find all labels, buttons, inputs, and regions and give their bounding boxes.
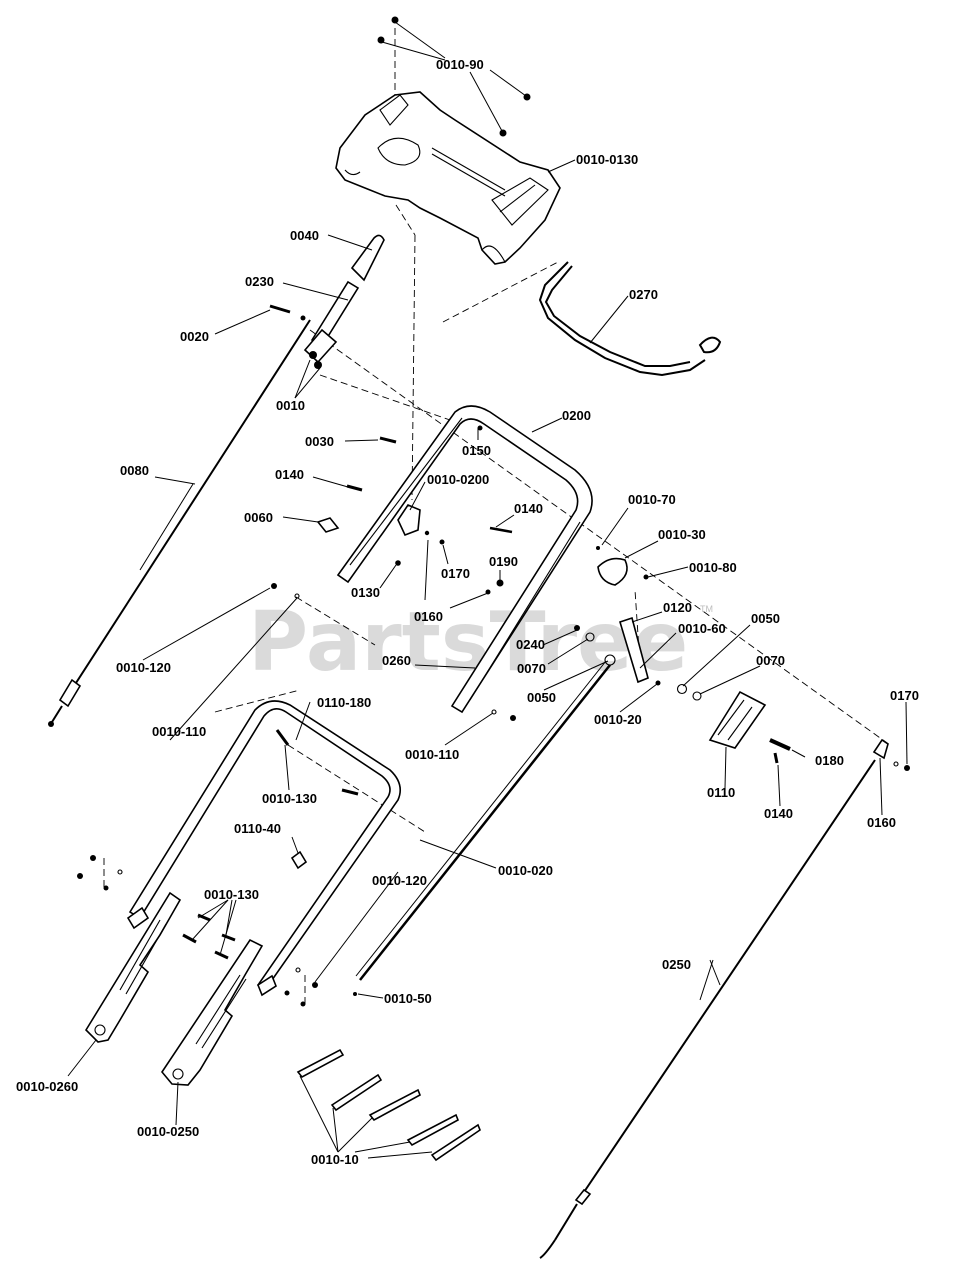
callout-0010-50: 0010-50 bbox=[384, 991, 432, 1006]
callout-0170-b: 0170 bbox=[890, 688, 919, 703]
cable-clip-0040 bbox=[350, 234, 385, 282]
callout-0010-110-b: 0010-110 bbox=[405, 747, 459, 762]
callout-0010-130-a: 0010-130 bbox=[262, 791, 317, 806]
callout-0130: 0130 bbox=[351, 585, 380, 600]
rod-0010-020 bbox=[355, 660, 611, 981]
bracket-0010-0250 bbox=[161, 938, 264, 1086]
callout-0140-a: 0140 bbox=[275, 467, 304, 482]
callout-0110: 0110 bbox=[707, 785, 735, 800]
callout-0010-70: 0010-70 bbox=[628, 492, 676, 507]
cable-ties-0010-10 bbox=[296, 1048, 481, 1162]
leader-lines bbox=[67, 21, 908, 1159]
callout-0180: 0180 bbox=[815, 753, 844, 768]
callout-0010-0200: 0010-0200 bbox=[427, 472, 489, 487]
callout-0270: 0270 bbox=[629, 287, 658, 302]
callout-0010-0130: 0010-0130 bbox=[576, 152, 638, 167]
callout-0120: 0120 bbox=[663, 600, 692, 615]
callout-labels: 0010-90 0010-0130 0040 0230 0020 0270 00… bbox=[16, 57, 919, 1167]
callout-0080: 0080 bbox=[120, 463, 149, 478]
lower-handle-0110-180 bbox=[126, 700, 401, 997]
callout-0140-b: 0140 bbox=[514, 501, 543, 516]
callout-0160-b: 0160 bbox=[867, 815, 896, 830]
callout-0010-020: 0010-020 bbox=[498, 863, 553, 878]
callout-0040: 0040 bbox=[290, 228, 319, 243]
callout-0010-120-b: 0010-120 bbox=[372, 873, 427, 888]
callout-0010-0250: 0010-0250 bbox=[137, 1124, 199, 1139]
callout-0070-b: 0070 bbox=[756, 653, 785, 668]
callout-0010-20: 0010-20 bbox=[594, 712, 642, 727]
callout-0020: 0020 bbox=[180, 329, 209, 344]
wire-bail-0270 bbox=[538, 261, 722, 377]
cable-0250 bbox=[539, 738, 910, 1259]
watermark: PartsTree bbox=[248, 595, 688, 690]
callout-0230: 0230 bbox=[245, 274, 274, 289]
callout-0150: 0150 bbox=[462, 443, 491, 458]
callout-0010-80: 0010-80 bbox=[689, 560, 737, 575]
watermark-trademark: TM bbox=[700, 604, 713, 614]
callout-0140-c: 0140 bbox=[764, 806, 793, 821]
callout-0050-a: 0050 bbox=[751, 611, 780, 626]
callout-0010-130-b: 0010-130 bbox=[204, 887, 259, 902]
callout-0010-0260: 0010-0260 bbox=[16, 1079, 78, 1094]
upper-handle-0200 bbox=[336, 405, 593, 714]
callout-0110-180: 0110-180 bbox=[317, 695, 371, 710]
bracket-0010-0200 bbox=[316, 436, 513, 595]
cable-0080 bbox=[48, 319, 311, 727]
callout-0010-110-a: 0010-110 bbox=[152, 724, 206, 739]
bail-lever-group bbox=[574, 546, 702, 701]
control-housing bbox=[335, 91, 561, 265]
callout-0010-120-a: 0010-120 bbox=[116, 660, 171, 675]
callout-0010-10: 0010-10 bbox=[311, 1152, 359, 1167]
callout-0030: 0030 bbox=[305, 434, 334, 449]
pivot-block-0110 bbox=[708, 690, 791, 764]
callout-0060: 0060 bbox=[244, 510, 273, 525]
callout-0170-a: 0170 bbox=[441, 566, 470, 581]
callout-0010: 0010 bbox=[276, 398, 305, 413]
screw-0020 bbox=[269, 304, 306, 321]
callout-0240: 0240 bbox=[516, 637, 545, 652]
callout-0010-30: 0010-30 bbox=[658, 527, 706, 542]
callout-0050-b: 0050 bbox=[527, 690, 556, 705]
tube-0230 bbox=[303, 280, 360, 369]
callout-0070-a: 0070 bbox=[517, 661, 546, 676]
callout-0190: 0190 bbox=[489, 554, 518, 569]
callout-0160-a: 0160 bbox=[414, 609, 443, 624]
callout-0260: 0260 bbox=[382, 653, 411, 668]
callout-0250: 0250 bbox=[662, 957, 691, 972]
callout-0010-90: 0010-90 bbox=[436, 57, 484, 72]
callout-0110-40: 0110-40 bbox=[234, 821, 281, 836]
callout-0200: 0200 bbox=[562, 408, 591, 423]
lower-handle-fasteners bbox=[77, 583, 516, 1007]
callout-0010-60: 0010-60 bbox=[678, 621, 726, 636]
bracket-0010-0260 bbox=[84, 891, 182, 1043]
